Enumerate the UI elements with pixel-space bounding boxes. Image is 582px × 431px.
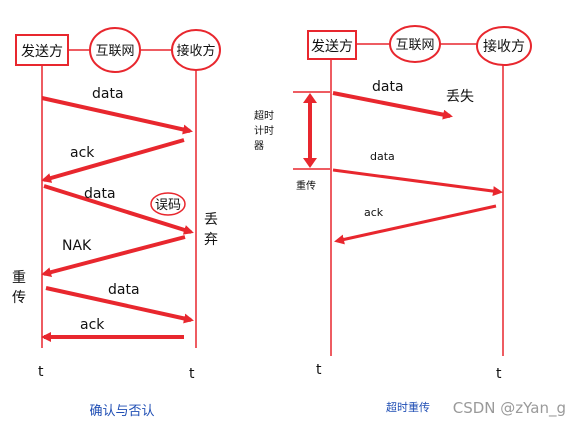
right-msg-ack: ack [364,206,384,219]
right-receiver-label: 接收方 [483,38,525,55]
left-arrow-data-1 [41,96,193,135]
right-t-receiver: t [496,366,502,382]
left-msg-data-3: data [108,282,140,298]
left-arrow-data-2 [43,184,194,235]
left-diagram: 发送方 互联网 接收方 data ack data NAK data ack 误… [12,27,221,419]
right-arrow-data-lost [332,91,453,120]
right-lost-label: 丢失 [446,89,474,105]
right-caption: 超时重传 [386,400,430,414]
right-sender-label: 发送方 [311,39,353,55]
left-arrow-data-3 [45,286,194,324]
left-t-receiver: t [189,366,195,382]
left-t-sender: t [38,364,44,380]
right-t-sender: t [316,362,322,378]
left-receiver-label: 接收方 [176,43,215,59]
left-msg-ack-2: ack [80,317,105,333]
left-internet-label: 互联网 [95,44,134,59]
left-msg-data-2: data [84,186,116,202]
left-discard-char-2: 弃 [204,232,218,248]
left-sender-label: 发送方 [21,44,63,60]
left-retransmit-char-2: 传 [12,290,26,306]
left-msg-ack-1: ack [70,145,95,161]
left-error-ellipse [150,192,186,216]
left-arrow-nak [41,235,186,278]
right-receiver-ellipse [476,26,532,66]
right-arrow-ack [334,204,497,245]
right-retransmit-label: 重传 [296,179,316,192]
right-timer-arrow-up [303,93,317,103]
right-timer-label-1: 超时 [254,109,274,122]
right-internet-label: 互联网 [395,38,434,53]
left-arrow-ack-1 [41,138,185,183]
left-msg-nak: NAK [62,238,92,254]
left-internet-ellipse [89,27,141,73]
right-internet-ellipse [389,25,441,63]
right-timer-arrow-down [303,158,317,168]
right-msg-data-2: data [370,150,395,163]
right-arrow-data-retransmit [332,168,503,197]
left-retransmit-char-1: 重 [12,270,26,286]
right-diagram: 发送方 互联网 接收方 超时 计时 器 重传 data data ack 丢失 … [254,25,532,414]
right-sender-box [307,30,357,60]
right-msg-data-1: data [372,79,404,95]
left-error-tag: 误码 [155,198,181,213]
watermark: CSDN @zYan_g [453,399,566,418]
left-msg-data-1: data [92,86,124,102]
right-timer-label-3: 器 [254,140,264,152]
right-timer-label-2: 计时 [254,124,274,137]
left-caption: 确认与否认 [89,404,154,419]
left-discard-char-1: 丢 [204,212,218,228]
